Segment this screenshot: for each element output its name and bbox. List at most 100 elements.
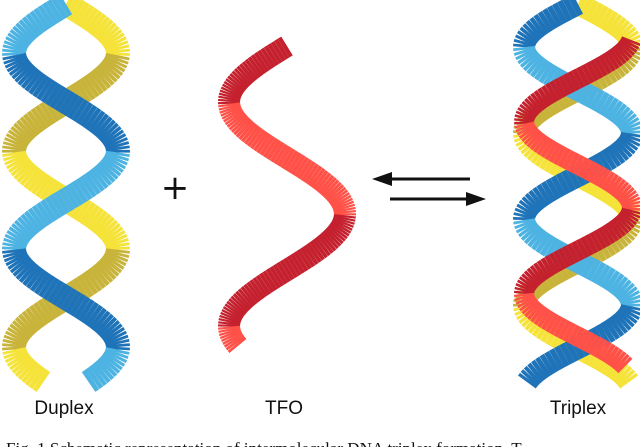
duplex-yellow-segment (31, 172, 49, 195)
triplex-blue-segment (620, 304, 640, 311)
tfo-red-segment (322, 179, 340, 198)
duplex-yellow-segment (81, 7, 99, 31)
triplex-red-segment (518, 276, 537, 291)
triplex-blue-segment (539, 234, 556, 257)
triplex-blue-segment (611, 276, 629, 297)
triplex-blue-segment (559, 342, 575, 365)
duplex-blue-segment (75, 101, 94, 125)
triplex-red-segment (548, 252, 563, 273)
triplex-blue-segment (518, 372, 538, 389)
duplex-blue-segment (103, 326, 125, 343)
duplex-yellow-segment (102, 253, 125, 270)
duplex-blue-segment (36, 77, 54, 101)
triplex-blue-segment (544, 350, 560, 373)
tfo-red-segment (283, 150, 299, 172)
triplex-red-segment (527, 95, 543, 113)
tfo-red-segment (270, 40, 286, 62)
tfo-red-segment (332, 197, 353, 210)
triplex-red-segment (611, 46, 627, 65)
triplex-red-segment (558, 75, 572, 96)
triplex-yellow-segment (606, 13, 623, 35)
tfo-red-segment (265, 268, 281, 289)
duplex-yellow-segment (100, 60, 121, 80)
triplex-red-segment (521, 298, 539, 315)
duplex-yellow-segment (39, 177, 57, 201)
triplex-red-segment (608, 48, 624, 67)
triplex-red-segment (526, 267, 543, 286)
triplex-strand-red (514, 36, 640, 374)
tfo-red-segment (230, 115, 249, 133)
triplex-red-segment (580, 331, 595, 352)
tfo-red-segment (233, 117, 251, 136)
tfo-red-segment (289, 253, 306, 274)
triplex-blue-segment (618, 116, 640, 132)
triplex-red-segment (545, 82, 560, 103)
duplex-yellow-segment (9, 323, 31, 341)
tfo-red-segment (286, 255, 302, 277)
tfo-red-segment (226, 112, 246, 128)
triplex-yellow-segment (588, 2, 604, 25)
triplex-red-segment (571, 68, 586, 89)
duplex-yellow-segment (14, 357, 35, 378)
duplex-label: Duplex (34, 398, 94, 419)
tfo-red-segment (236, 65, 254, 85)
duplex-blue-segment (97, 357, 118, 378)
triplex-red-segment (619, 38, 638, 53)
triplex-red-segment (589, 231, 603, 252)
duplex-yellow-segment (92, 67, 112, 89)
tfo-red-segment (273, 143, 289, 165)
triplex-yellow-segment (614, 365, 633, 385)
triplex-blue-segment (594, 91, 610, 114)
duplex-yellow-segment (2, 151, 27, 162)
tfo-red-segment (259, 135, 275, 156)
triplex-blue-segment (539, 353, 556, 376)
triplex-blue-segment (598, 94, 615, 117)
triplex-blue-segment (542, 8, 559, 30)
tfo-red-segment (315, 172, 332, 192)
triplex-blue-segment (616, 137, 636, 155)
duplex-yellow-segment (17, 359, 37, 381)
triplex-red-segment (553, 317, 568, 338)
tfo-red-segment (317, 174, 335, 194)
duplex-blue-segment (62, 185, 80, 209)
triplex-red-segment (548, 143, 563, 163)
triplex-red-segment (585, 61, 600, 82)
duplex-blue-segment (86, 169, 105, 192)
triplex-red-segment (613, 353, 630, 372)
tfo-red-segment (300, 161, 316, 182)
triplex-yellow-segment (609, 16, 627, 38)
tfo-red-segment (225, 335, 245, 351)
duplex-yellow-segment (9, 353, 31, 371)
duplex-yellow-segment (5, 133, 29, 148)
tfo-red-segment (218, 103, 241, 111)
duplex-blue-segment (79, 174, 97, 198)
triplex-blue-segment (531, 359, 548, 381)
duplex-blue-segment (29, 10, 48, 33)
duplex-blue-segment (15, 22, 35, 43)
triplex-blue-segment (515, 34, 537, 47)
triplex-red-segment (561, 245, 576, 266)
duplex-blue-segment (17, 216, 37, 237)
triplex-red-segment (584, 161, 599, 182)
duplex-yellow-segment (2, 347, 27, 355)
triplex-blue-segment (534, 59, 551, 81)
tfo-red-segment (226, 300, 246, 317)
duplex-yellow-segment (82, 204, 101, 228)
triplex-blue-segment (522, 23, 541, 42)
triplex-blue-segment (549, 348, 565, 371)
duplex-blue-segment (14, 63, 35, 83)
duplex-blue-segment (102, 156, 124, 173)
duplex-blue-segment (12, 25, 33, 45)
duplex-blue-segment (96, 119, 116, 140)
triplex-red-segment (597, 226, 612, 247)
duplex-yellow-segment (95, 216, 115, 237)
triplex-red-segment (585, 333, 599, 354)
duplex-blue-segment (69, 293, 87, 317)
triplex-red-segment (588, 163, 603, 184)
tfo-red-segment (303, 244, 319, 266)
triplex-red-segment (567, 70, 581, 91)
duplex-blue-segment (15, 259, 36, 280)
tfo-red-segment (312, 170, 329, 190)
tfo-red-segment (219, 314, 241, 324)
duplex-blue-segment (104, 349, 128, 364)
